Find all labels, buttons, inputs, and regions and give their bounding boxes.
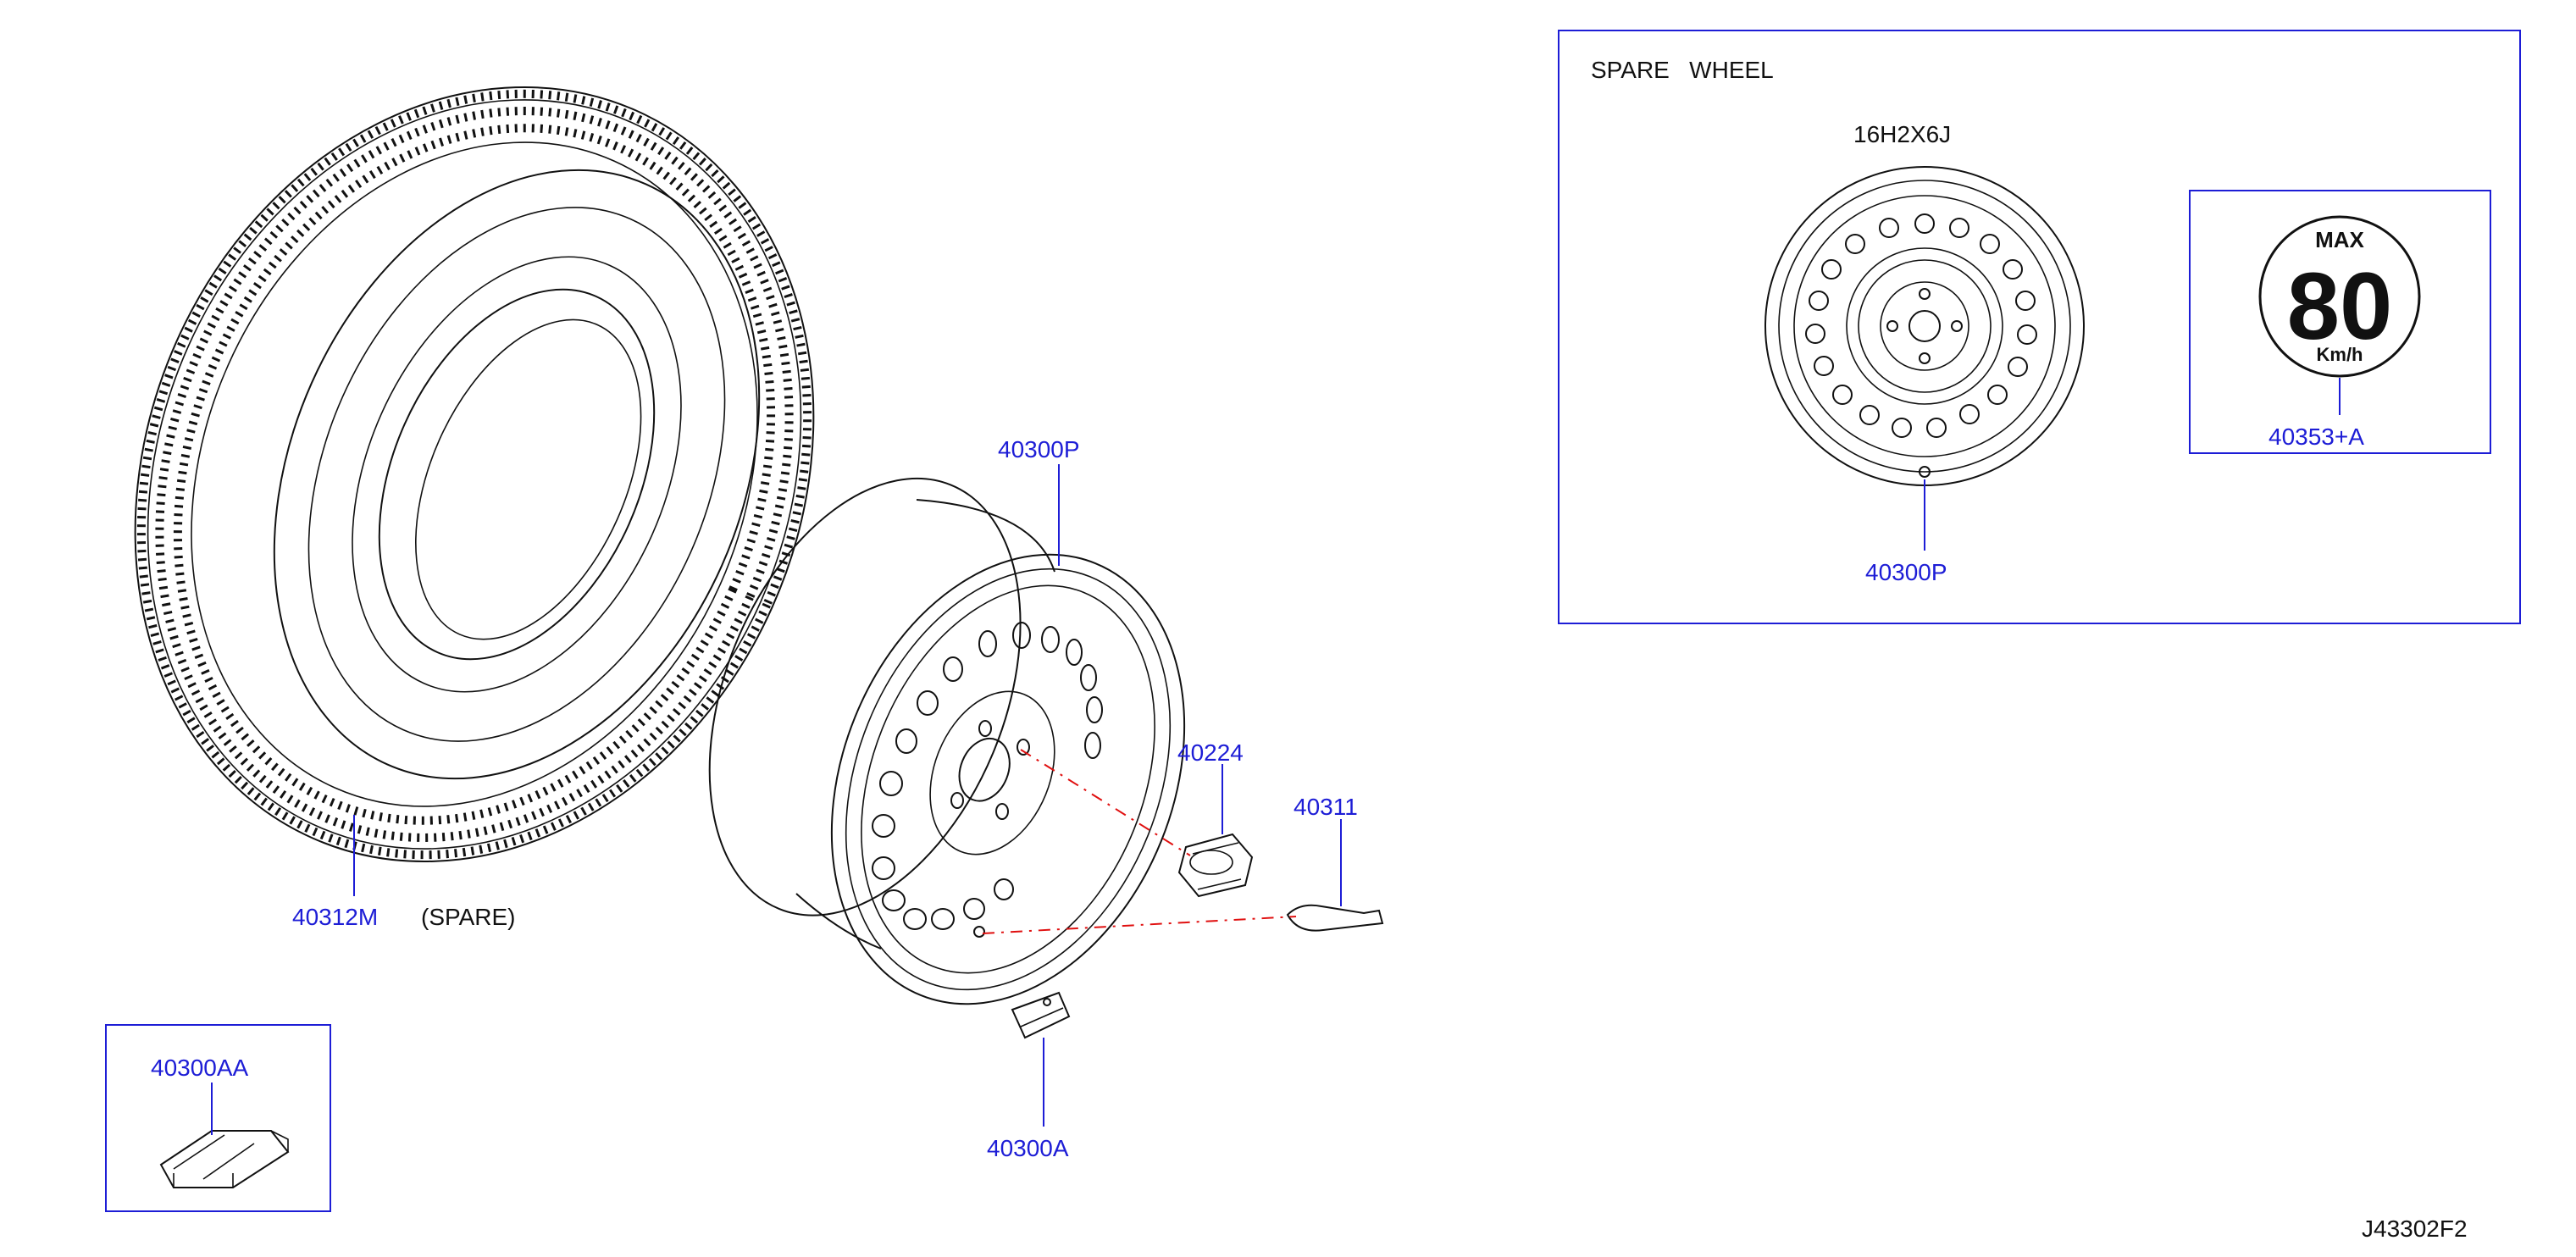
speed-sign-max: MAX bbox=[2315, 227, 2364, 252]
wheel-nut-drawing[interactable] bbox=[1020, 749, 1254, 898]
weight-set-box bbox=[105, 1024, 331, 1212]
tire-part-number[interactable]: 40312M bbox=[292, 904, 378, 930]
weight-part-number[interactable]: 40300A bbox=[987, 1135, 1069, 1161]
speed-sign-value: 80 bbox=[2287, 253, 2393, 359]
weight-set-drawing[interactable] bbox=[159, 1083, 290, 1188]
speed-label-box bbox=[2189, 190, 2491, 454]
spare-wheel-box bbox=[1558, 30, 2521, 624]
speed-limit-sign[interactable]: MAX 80 Km/h bbox=[2258, 215, 2421, 415]
balance-weight-drawing[interactable] bbox=[1011, 991, 1071, 1127]
speed-label-part-number[interactable]: 40353+A bbox=[2269, 424, 2364, 450]
wheel-part-number[interactable]: 40300P bbox=[998, 436, 1080, 462]
valve-part-number[interactable]: 40311 bbox=[1294, 794, 1358, 820]
spare-wheel-size: 16H2X6J bbox=[1853, 121, 1951, 147]
spare-note: (SPARE) bbox=[421, 904, 516, 930]
weight-set-part-number[interactable]: 40300AA bbox=[151, 1055, 249, 1081]
tire-drawing[interactable] bbox=[14, 0, 934, 971]
wheel-drawing[interactable] bbox=[650, 433, 1249, 1057]
spare-wheel-title: SPARE WHEEL bbox=[1591, 57, 1774, 83]
speed-sign-unit: Km/h bbox=[2317, 344, 2363, 365]
spare-wheel-front-view[interactable] bbox=[1764, 166, 2085, 551]
spare-wheel-part-number[interactable]: 40300P bbox=[1865, 559, 1947, 585]
nut-part-number[interactable]: 40224 bbox=[1177, 739, 1244, 766]
diagram-code: J43302F2 bbox=[2362, 1215, 2468, 1242]
valve-drawing[interactable] bbox=[982, 819, 1384, 934]
